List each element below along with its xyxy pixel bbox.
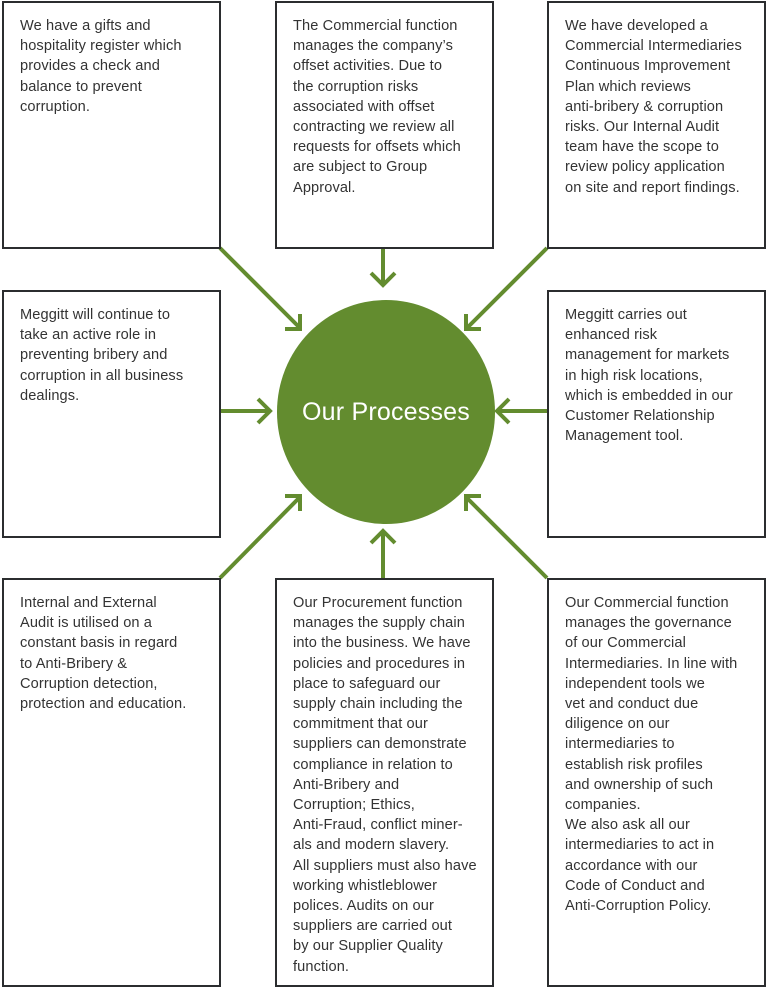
box-text: Meggitt will continue to take an active … [20, 307, 184, 404]
arrow-top-left [218, 246, 302, 331]
arrow-left [220, 397, 273, 425]
arrow-bottom-left [218, 494, 302, 580]
box-offset-activities: The Commercial function manages the comp… [275, 1, 494, 249]
box-intermediaries-plan: We have developed a Commercial Intermedi… [547, 1, 766, 249]
arrow-right [494, 397, 547, 425]
box-text: We have a gifts and hospitality register… [20, 18, 182, 115]
box-text: Internal and External Audit is utilised … [20, 595, 187, 713]
center-title: Our Processes [302, 397, 470, 426]
box-text: Our Procurement function manages the sup… [293, 595, 477, 975]
box-text: We have developed a Commercial Intermedi… [565, 18, 742, 196]
box-audit: Internal and External Audit is utilised … [2, 578, 221, 987]
box-active-role: Meggitt will continue to take an active … [2, 290, 221, 538]
box-enhanced-risk: Meggitt carries out enhanced risk manage… [547, 290, 766, 538]
arrow-top-right [464, 246, 549, 331]
box-text: Meggitt carries out enhanced risk manage… [565, 307, 733, 445]
box-commercial-governance: Our Commercial function manages the gove… [547, 578, 766, 987]
box-procurement: Our Procurement function manages the sup… [275, 578, 494, 987]
arrow-top [369, 248, 397, 288]
arrow-bottom [369, 528, 397, 578]
center-circle: Our Processes [277, 300, 495, 524]
box-text: Our Commercial function manages the gove… [565, 595, 738, 915]
box-text: The Commercial function manages the comp… [293, 18, 461, 196]
arrow-bottom-right [464, 494, 549, 580]
box-gifts-hospitality: We have a gifts and hospitality register… [2, 1, 221, 249]
